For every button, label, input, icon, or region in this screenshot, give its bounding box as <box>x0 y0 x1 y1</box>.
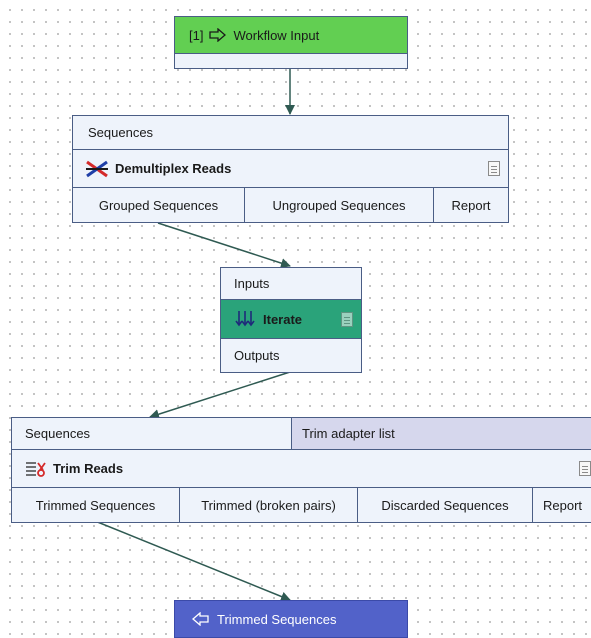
input-port-sequences[interactable]: Sequences <box>12 418 292 449</box>
output-port-ungrouped-sequences[interactable]: Ungrouped Sequences <box>245 188 434 222</box>
iterate-arrows-icon <box>235 310 255 328</box>
demultiplex-output-ports: Grouped Sequences Ungrouped Sequences Re… <box>73 188 508 222</box>
trim-reads-node[interactable]: Sequences Trim adapter list Trim Reads T… <box>11 417 591 523</box>
arrow-left-outline-icon <box>191 612 209 626</box>
workflow-input-header[interactable]: [1] Workflow Input <box>175 17 407 54</box>
output-port-label: Report <box>543 497 583 513</box>
trim-scissors-icon <box>25 460 47 478</box>
iterate-node[interactable]: Inputs Iterate Outputs <box>220 267 362 373</box>
output-port-label: Outputs <box>234 348 280 363</box>
edge-iterate-to-trim <box>149 371 291 420</box>
output-port-discarded-sequences[interactable]: Discarded Sequences <box>358 488 533 522</box>
workflow-input-number: [1] <box>189 27 204 43</box>
workflow-output-header[interactable]: Trimmed Sequences <box>175 601 407 637</box>
iterate-outputs-port[interactable]: Outputs <box>221 339 361 372</box>
output-port-label: Trimmed (broken pairs) <box>201 497 336 513</box>
demultiplex-input-port[interactable]: Sequences <box>73 116 508 150</box>
document-icon[interactable] <box>341 312 353 327</box>
input-port-trim-adapter-list[interactable]: Trim adapter list <box>292 418 591 449</box>
output-port-report[interactable]: Report <box>434 188 508 222</box>
input-port-label: Inputs <box>234 276 270 291</box>
output-port-label: Report <box>451 197 491 213</box>
output-port-label: Grouped Sequences <box>98 197 219 213</box>
node-title: Demultiplex Reads <box>115 161 232 176</box>
output-port-label: Ungrouped Sequences <box>272 197 406 213</box>
demultiplex-title-row[interactable]: Demultiplex Reads <box>73 150 508 188</box>
iterate-inputs-port[interactable]: Inputs <box>221 268 361 300</box>
trim-title-row[interactable]: Trim Reads <box>12 450 591 488</box>
trim-input-ports: Sequences Trim adapter list <box>12 418 591 450</box>
iterate-title-row[interactable]: Iterate <box>221 300 361 339</box>
arrow-right-outline-icon <box>209 28 227 42</box>
output-port-grouped-sequences[interactable]: Grouped Sequences <box>73 188 245 222</box>
input-port-label: Sequences <box>88 125 154 140</box>
input-port-label: Sequences <box>25 426 91 441</box>
output-port-report[interactable]: Report <box>533 488 591 522</box>
output-port-label: Trimmed Sequences <box>35 497 156 513</box>
demultiplex-cross-icon <box>85 160 109 178</box>
document-icon[interactable] <box>579 461 591 476</box>
workflow-output-name: Trimmed Sequences <box>217 611 337 627</box>
output-port-trimmed-sequences[interactable]: Trimmed Sequences <box>12 488 180 522</box>
workflow-input-name: Workflow Input <box>233 27 320 43</box>
node-title: Iterate <box>263 311 303 327</box>
output-port-trimmed-broken-pairs[interactable]: Trimmed (broken pairs) <box>180 488 358 522</box>
workflow-input-node[interactable]: [1] Workflow Input <box>174 16 408 69</box>
workflow-output-node[interactable]: Trimmed Sequences <box>174 600 408 638</box>
edge-trimmed-to-output <box>94 520 291 602</box>
demultiplex-node[interactable]: Sequences Demultiplex Reads Grouped Sequ… <box>72 115 509 223</box>
output-port-label: Discarded Sequences <box>381 497 509 513</box>
document-icon[interactable] <box>488 161 500 176</box>
trim-output-ports: Trimmed Sequences Trimmed (broken pairs)… <box>12 488 591 522</box>
edge-grouped-to-iterate <box>157 222 291 268</box>
input-port-label: Trim adapter list <box>302 426 395 441</box>
node-title: Trim Reads <box>53 461 124 476</box>
